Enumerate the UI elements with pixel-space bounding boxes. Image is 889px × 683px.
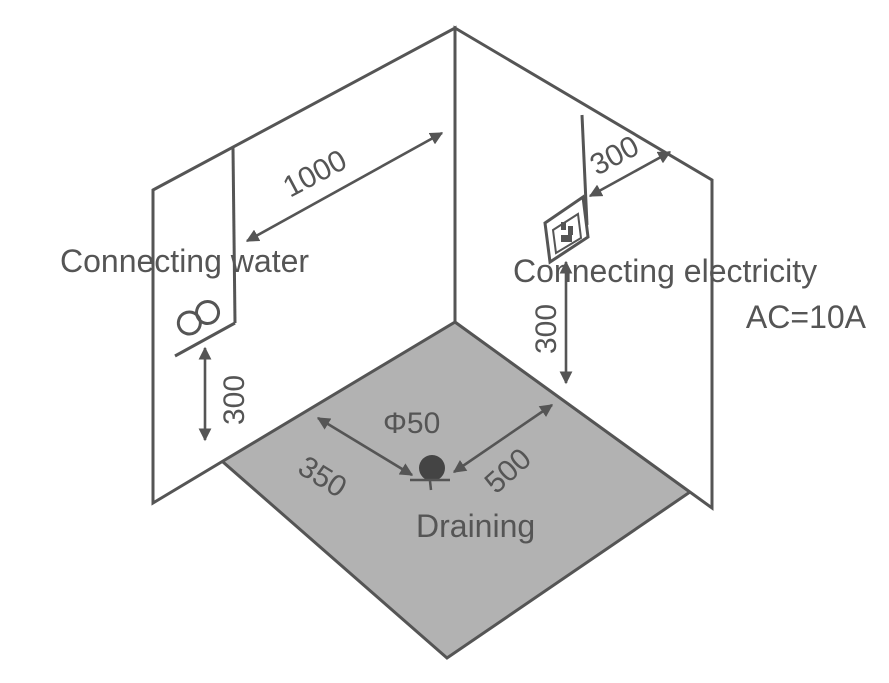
drain-icon: [410, 455, 450, 491]
connecting-electricity-label: Connecting electricity: [513, 253, 817, 289]
electric-socket-icon: [543, 194, 590, 265]
electric-horizontal-arrow: [588, 150, 672, 198]
water-valve-icon: [176, 300, 221, 336]
drain-right-arrow: [452, 403, 554, 474]
water-horizontal-arrow: [245, 131, 444, 243]
electricity-current-label: AC=10A: [746, 299, 867, 335]
water-pipe: [174, 147, 237, 358]
connecting-water-label: Connecting water: [60, 243, 309, 279]
drain-left-arrow: [316, 416, 414, 477]
electric-cable: [580, 114, 589, 226]
water-height-dimension: 300: [218, 375, 251, 425]
electric-height-dimension: 300: [530, 304, 563, 354]
right-wall: [453, 25, 714, 511]
drain-diameter-label: Φ50: [383, 407, 440, 440]
draining-label: Draining: [416, 508, 535, 544]
